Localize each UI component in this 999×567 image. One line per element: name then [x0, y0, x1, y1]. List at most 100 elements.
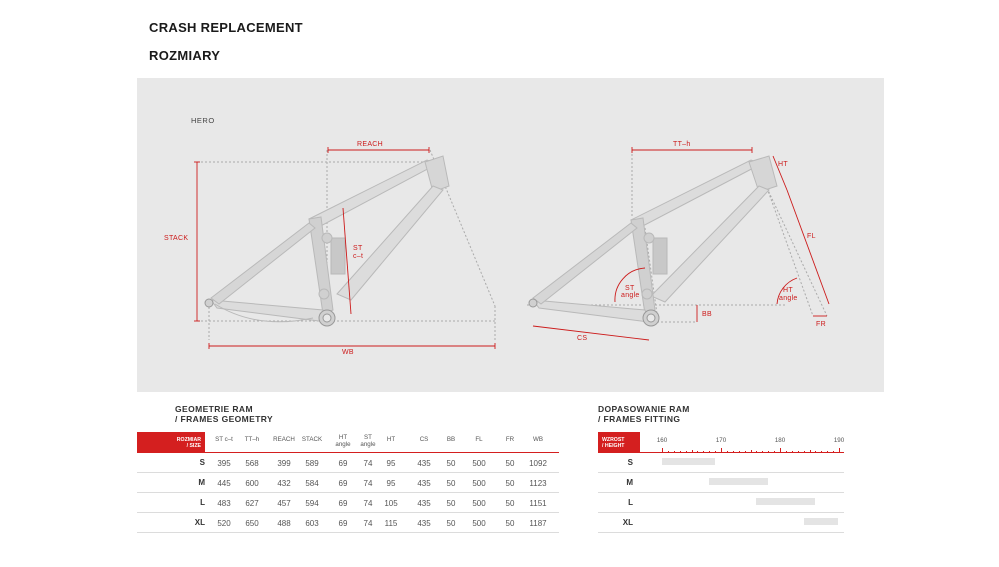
cell-ht: 95 — [386, 479, 396, 488]
cell-bb: 50 — [446, 459, 456, 468]
dims-right — [532, 147, 830, 341]
fit-row: M — [598, 473, 844, 493]
tick-mark — [785, 451, 787, 453]
tick-mark — [667, 451, 669, 453]
cell-st: 395 — [217, 459, 231, 468]
tick-mark — [815, 451, 817, 453]
row-size: M — [198, 478, 205, 487]
cell-cs: 435 — [417, 459, 431, 468]
cell-tt: 568 — [245, 459, 259, 468]
cell-fr: 50 — [505, 479, 515, 488]
tick-mark — [750, 450, 752, 453]
cell-fr: 50 — [505, 499, 515, 508]
cell-ht: 95 — [386, 459, 396, 468]
column-header-stack: STACK — [301, 436, 323, 443]
frame-left — [197, 149, 496, 340]
tick-label: 170 — [715, 437, 727, 444]
column-header-fl: FL — [475, 436, 483, 443]
st-angle-sub-label: angle — [621, 292, 640, 299]
section-title-sizes: ROZMIARY — [149, 48, 221, 63]
height-header-badge: WZROST / HEIGHT — [598, 432, 640, 452]
cell-bb: 50 — [446, 499, 456, 508]
column-header-st: ST c–t — [215, 436, 233, 443]
tt-h-label: TT–h — [673, 141, 691, 148]
cell-ht: 115 — [384, 519, 398, 528]
tick-mark — [803, 451, 805, 453]
cell-tt: 627 — [245, 499, 259, 508]
row-size: XL — [194, 518, 205, 527]
st-angle-label: ST — [625, 285, 635, 292]
cell-cs: 435 — [417, 479, 431, 488]
cell-bb: 50 — [446, 519, 456, 528]
tick-mark — [721, 448, 722, 453]
cell-wb: 1123 — [529, 479, 547, 488]
reach-label: REACH — [357, 141, 383, 148]
cell-hta: 69 — [338, 479, 348, 488]
cell-fl: 500 — [472, 479, 486, 488]
cell-fl: 500 — [472, 519, 486, 528]
cell-sta: 74 — [363, 479, 373, 488]
geometry-title: GEOMETRIE RAM / FRAMES GEOMETRY — [175, 404, 274, 424]
cell-st: 483 — [217, 499, 231, 508]
row-size: S — [199, 458, 205, 467]
tick-mark — [791, 451, 793, 453]
cell-reach: 432 — [277, 479, 291, 488]
column-header-fr: FR — [505, 436, 515, 443]
cell-fl: 500 — [472, 499, 486, 508]
geometry-diagram-panel: HERO — [137, 78, 884, 392]
tick-label: 190 — [833, 437, 845, 444]
tick-mark — [662, 448, 663, 453]
cell-ht: 105 — [384, 499, 398, 508]
fitting-title: DOPASOWANIE RAM / FRAMES FITTING — [598, 404, 690, 424]
model-name: HERO — [191, 116, 215, 125]
cell-hta: 69 — [338, 499, 348, 508]
tick-mark — [679, 451, 681, 453]
tick-mark — [768, 451, 770, 453]
tick-mark — [827, 451, 829, 453]
dims-left — [194, 147, 496, 349]
cell-wb: 1151 — [529, 499, 547, 508]
cell-wb: 1187 — [529, 519, 547, 528]
tick-mark — [762, 451, 764, 453]
cell-st: 445 — [217, 479, 231, 488]
tick-mark — [703, 451, 705, 453]
cell-tt: 650 — [245, 519, 259, 528]
row-size: M — [626, 478, 633, 487]
tick-mark — [673, 451, 675, 453]
tick-label: 180 — [774, 437, 786, 444]
tick-mark — [685, 451, 687, 453]
cell-sta: 74 — [363, 499, 373, 508]
bb-label: BB — [702, 311, 712, 318]
cell-fr: 50 — [505, 519, 515, 528]
column-header-wb: WB — [533, 436, 543, 443]
tick-mark — [833, 451, 835, 453]
column-header-tt: TT–h — [244, 436, 260, 443]
frame-right — [527, 150, 828, 327]
row-size: S — [627, 458, 633, 467]
height-range-bar — [803, 518, 838, 525]
cell-wb: 1092 — [529, 459, 547, 468]
fit-row: XL — [598, 513, 844, 533]
column-header-bb: BB — [446, 436, 456, 443]
cell-stack: 589 — [305, 459, 319, 468]
tick-mark — [744, 451, 746, 453]
wb-label: WB — [342, 349, 354, 356]
geometry-diagram: HERO — [164, 116, 830, 356]
tick-mark — [809, 450, 811, 453]
tick-mark — [756, 451, 758, 453]
tick-mark — [697, 451, 699, 453]
tick-mark — [715, 451, 717, 453]
tick-mark — [780, 448, 781, 453]
ht-angle-sub-label: angle — [779, 295, 798, 302]
cell-bb: 50 — [446, 479, 456, 488]
cell-reach: 399 — [277, 459, 291, 468]
cell-cs: 435 — [417, 499, 431, 508]
cell-hta: 69 — [338, 459, 348, 468]
cell-st: 520 — [217, 519, 231, 528]
